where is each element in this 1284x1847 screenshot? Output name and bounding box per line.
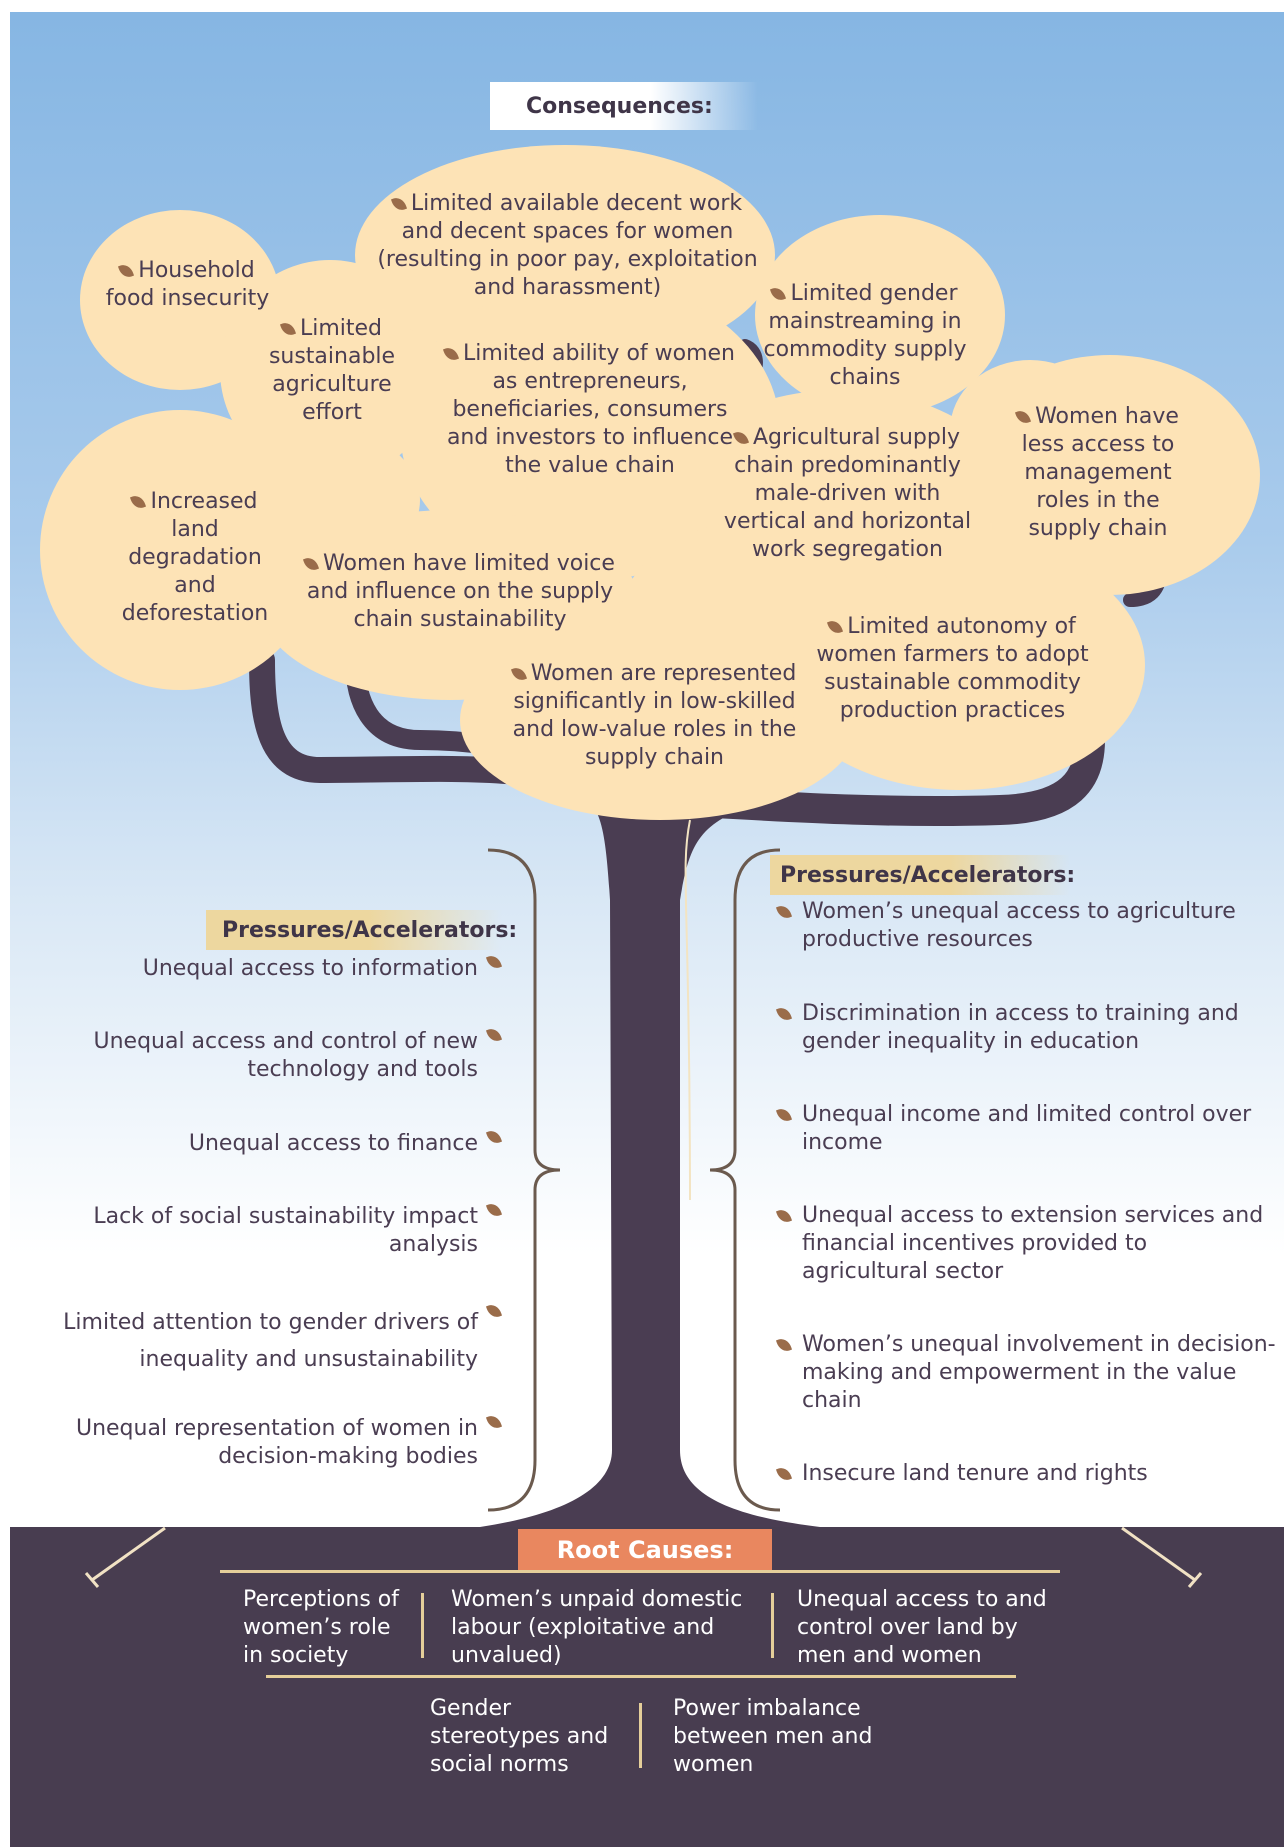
root-line-right [1121,1526,1203,1588]
leaf-icon [775,903,793,921]
leaf-icon [118,262,135,280]
consequence-item: Household food insecurity [105,258,270,311]
leaf-icon [302,555,320,573]
root-cause-item: Perceptions of women’s role in society [243,1587,399,1668]
consequence-item: Agricultural supply chain predominantly … [723,425,972,562]
leaf-icon [485,1201,503,1219]
root-cause-item: Gender stereotypes and social norms [430,1696,609,1777]
root-divider-vertical [421,1593,424,1658]
leaf-icon [510,665,527,683]
consequence-item: Limited ability of women as entrepreneur… [440,340,740,480]
right-brace [709,848,781,1512]
leaf-icon [485,953,503,971]
consequence-item: Limited autonomy of women farmers to ado… [816,614,1089,723]
pressure-right-item: Discrimination in access to training and… [775,1000,1278,1056]
tree-canopy [40,145,1260,820]
leaf-icon [390,195,407,213]
root-causes-heading: Root Causes: [518,1529,772,1571]
leaf-icon [775,1207,793,1225]
root-divider-vertical [771,1593,774,1658]
root-cause-item: Women’s unpaid domestic labour (exploita… [451,1587,743,1668]
pressure-left-item: Unequal access to finance [30,1128,503,1158]
root-cause-item: Unequal access to and control over land … [797,1587,1047,1668]
pressure-left-item: Lack of social sustainability impact ana… [30,1201,503,1259]
leaf-icon [485,1128,503,1146]
pressure-right-item: Women’s unequal access to agriculture pr… [775,898,1278,954]
pressure-left-item: Limited attention to gender drivers of i… [30,1302,503,1378]
leaf-icon [279,320,297,338]
leaf-icon [732,429,750,447]
pressures-right-heading: Pressures/Accelerators: [770,855,1075,895]
leaf-icon [442,345,460,363]
leaf-icon [485,1026,503,1044]
root-cause-item: Power imbalance between men and women [673,1696,873,1777]
consequences-heading: Consequences: [490,82,758,130]
leaf-icon [770,285,787,303]
consequence-item: Limited gender mainstreaming in commodit… [763,281,967,390]
pressures-left-heading: Pressures/Accelerators: [206,910,517,950]
pressure-left-item: Unequal access to information [30,953,503,983]
leaf-icon [827,618,844,636]
consequence-item: Limited sustainable agriculture effort [268,316,396,425]
pressure-right-item: Women’s unequal involvement in decision-… [775,1331,1278,1415]
consequence-item: Women have less access to management rol… [1003,403,1193,543]
leaf-icon [775,1336,793,1354]
left-brace [487,848,561,1512]
root-line-left [84,1526,166,1588]
consequence-item: Women are represented significantly in l… [492,660,817,772]
leaf-icon [775,1465,793,1483]
pressure-left-item: Unequal representation of women in decis… [30,1413,503,1471]
pressure-right-item: Unequal access to extension services and… [775,1202,1278,1286]
consequence-item: Women have limited voice and influence o… [302,550,615,634]
consequences-heading-text: Consequences: [526,93,713,119]
root-divider-top [220,1570,1060,1573]
leaf-icon [775,1005,793,1023]
root-divider-middle [266,1675,1016,1678]
pressure-left-item: Unequal access and control of new techno… [30,1026,503,1084]
ground-background [10,1527,1284,1847]
leaf-icon [485,1413,503,1431]
consequence-item: Limited available decent work and decent… [377,191,758,300]
leaf-icon [130,493,147,511]
tree-trunk [480,790,820,1527]
leaf-icon [485,1302,503,1320]
leaf-icon [1015,408,1032,426]
leaf-icon [775,1106,793,1124]
pressure-right-item: Insecure land tenure and rights [775,1460,1278,1488]
consequence-item: Increased land degradation and deforesta… [121,489,269,626]
pressure-right-item: Unequal income and limited control over … [775,1101,1278,1157]
root-divider-vertical [639,1703,642,1768]
